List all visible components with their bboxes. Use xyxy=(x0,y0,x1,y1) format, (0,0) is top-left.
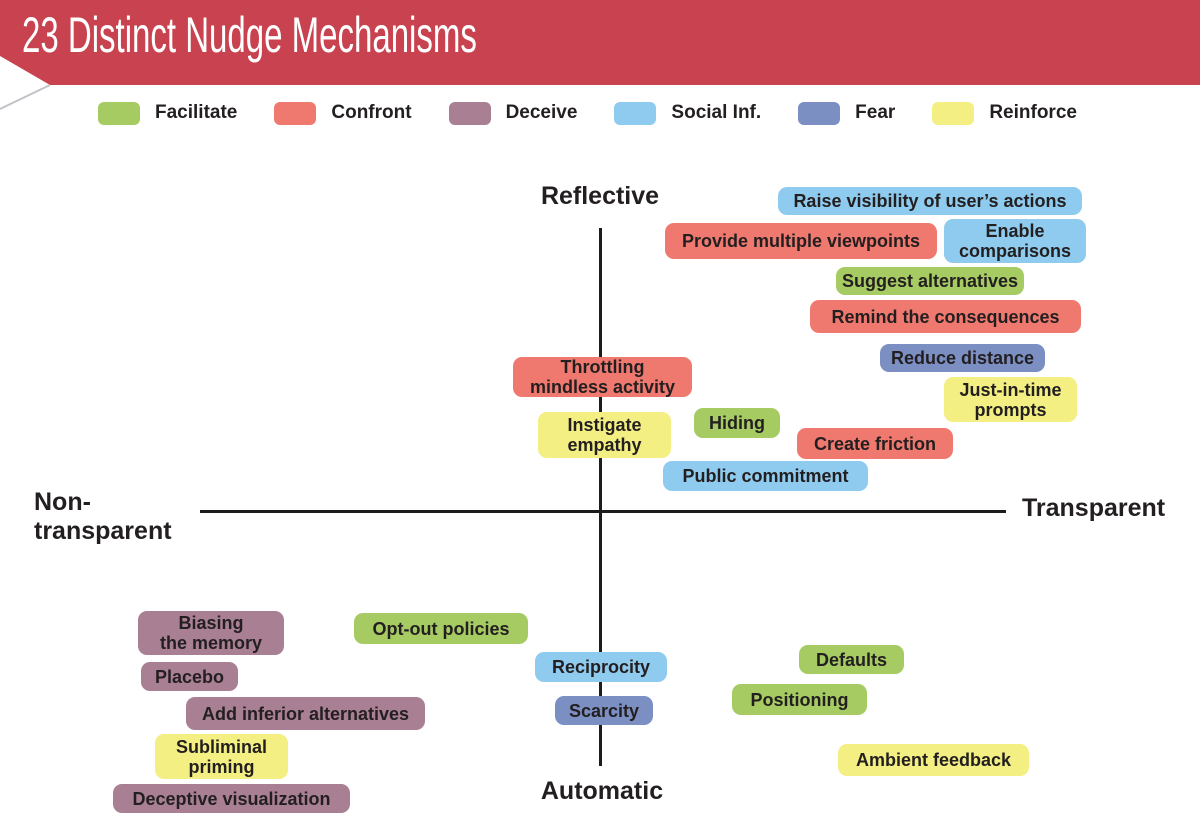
vertical-axis-line xyxy=(599,228,602,766)
axis-label-reflective: Reflective xyxy=(540,182,660,210)
axis-label-transparent: Transparent xyxy=(1022,494,1166,522)
nudge-just-in-time-prompts: Just-in-time prompts xyxy=(944,377,1077,422)
legend-swatch-social xyxy=(614,101,657,125)
nudge-biasing-the-memory: Biasing the memory xyxy=(138,611,284,655)
nudge-add-inferior-alternatives: Add inferior alternatives xyxy=(186,697,425,730)
legend-swatch-confront xyxy=(274,101,317,125)
nudge-raise-visibility-of-users-actions: Raise visibility of user’s actions xyxy=(778,187,1082,215)
title-banner: 23 Distinct Nudge Mechanisms xyxy=(0,0,1200,85)
legend-item-fear: Fear xyxy=(798,101,895,125)
page-title: 23 Distinct Nudge Mechanisms xyxy=(22,7,477,63)
legend-item-deceive: Deceive xyxy=(448,101,578,125)
nudge-public-commitment: Public commitment xyxy=(663,461,868,491)
nudge-instigate-empathy: Instigate empathy xyxy=(538,412,671,458)
legend-item-facilitate: Facilitate xyxy=(98,101,237,125)
nudge-deceptive-visualization: Deceptive visualization xyxy=(113,784,350,813)
axis-label-automatic: Automatic xyxy=(540,777,664,805)
legend-label-social: Social Inf. xyxy=(671,102,762,123)
nudge-throttling-mindless-activity: Throttling mindless activity xyxy=(513,357,692,397)
legend-swatch-facilitate xyxy=(98,101,140,125)
nudge-enable-comparisons: Enable comparisons xyxy=(944,219,1086,263)
ribbon-fold-decoration xyxy=(0,56,51,110)
nudge-reduce-distance: Reduce distance xyxy=(880,344,1045,372)
axis-label-non-transparent: Non- transparent xyxy=(34,488,172,545)
legend-label-fear: Fear xyxy=(855,102,896,123)
horizontal-axis-line xyxy=(200,510,1006,513)
nudge-positioning: Positioning xyxy=(732,684,867,715)
legend: Facilitate Confront Deceive Social Inf. Fear… xyxy=(98,101,1077,125)
nudge-create-friction: Create friction xyxy=(797,428,953,459)
nudge-defaults: Defaults xyxy=(799,645,904,674)
nudge-ambient-feedback: Ambient feedback xyxy=(838,744,1029,776)
nudge-suggest-alternatives: Suggest alternatives xyxy=(836,267,1024,295)
legend-swatch-fear xyxy=(798,101,841,125)
legend-swatch-reinforce xyxy=(932,101,975,125)
legend-item-reinforce: Reinforce xyxy=(932,101,1077,125)
legend-label-reinforce: Reinforce xyxy=(989,102,1077,123)
nudge-subliminal-priming: Subliminal priming xyxy=(155,734,288,779)
nudge-reciprocity: Reciprocity xyxy=(535,652,667,682)
legend-label-facilitate: Facilitate xyxy=(155,102,238,123)
ribbon-fold-shadow-edge xyxy=(0,84,51,110)
nudge-scarcity: Scarcity xyxy=(555,696,653,725)
legend-item-social: Social Inf. xyxy=(614,101,761,125)
legend-label-confront: Confront xyxy=(331,102,412,123)
nudge-provide-multiple-viewpoints: Provide multiple viewpoints xyxy=(665,223,937,259)
nudge-remind-the-consequences: Remind the consequences xyxy=(810,300,1081,333)
nudge-placebo: Placebo xyxy=(141,662,238,691)
ribbon-fold-shape xyxy=(0,56,50,109)
nudge-opt-out-policies: Opt-out policies xyxy=(354,613,528,644)
legend-item-confront: Confront xyxy=(274,101,412,125)
nudge-hiding: Hiding xyxy=(694,408,780,438)
legend-swatch-deceive xyxy=(448,101,491,125)
legend-label-deceive: Deceive xyxy=(505,102,578,123)
